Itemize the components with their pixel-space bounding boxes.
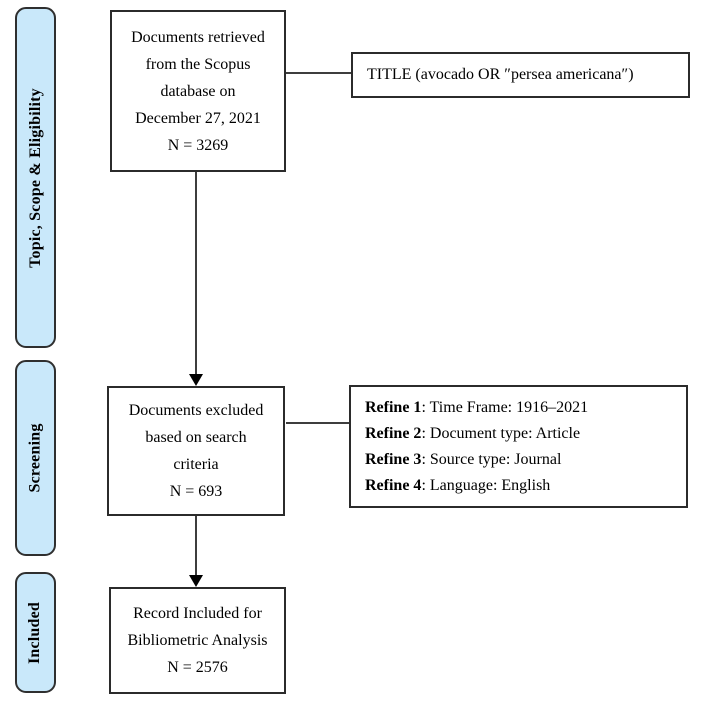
- box-record-included: Record Included for Bibliometric Analysi…: [109, 587, 286, 694]
- box-documents-retrieved-line: Documents retrieved: [131, 28, 265, 46]
- arrowhead-retrieved-to-excluded: [189, 374, 203, 386]
- arrowhead-excluded-to-included: [189, 575, 203, 587]
- stage-label-included: Included: [26, 601, 44, 664]
- refine-item: Refine 4: Language: English: [365, 473, 680, 499]
- connector-excluded-to-refine: [286, 422, 349, 424]
- refine-item-text: : Document type: Article: [421, 424, 581, 442]
- box-documents-excluded-count: N = 693: [169, 483, 223, 500]
- connector-retrieved-to-excluded: [195, 172, 197, 375]
- box-documents-retrieved-line: from the Scopus: [145, 55, 251, 73]
- refine-item-label: Refine 2: [365, 424, 422, 442]
- stage-screening: Screening: [15, 360, 56, 556]
- refine-item: Refine 2: Document type: Article: [365, 421, 680, 447]
- box-documents-excluded-line: based on search: [145, 429, 247, 446]
- refine-item-text: : Language: English: [421, 476, 551, 494]
- box-documents-retrieved-line: database on: [160, 82, 236, 100]
- refine-item: Refine 3: Source type: Journal: [365, 447, 680, 473]
- box-title-query-text: TITLE (avocado OR ″persea americana″): [367, 66, 634, 83]
- refine-item-label: Refine 3: [365, 450, 422, 468]
- box-record-included-line: Record Included for: [133, 605, 262, 622]
- refine-item: Refine 1: Time Frame: 1916–2021: [365, 395, 680, 421]
- box-documents-retrieved-count: N = 3269: [167, 136, 229, 154]
- box-documents-excluded: Documents excluded based on search crite…: [107, 386, 285, 516]
- refine-item-text: : Time Frame: 1916–2021: [421, 398, 589, 416]
- refine-item-text: : Source type: Journal: [421, 450, 562, 468]
- connector-retrieved-to-title: [286, 72, 351, 74]
- box-title-query: TITLE (avocado OR ″persea americana″): [351, 52, 690, 98]
- stage-topic-scope-eligibility: Topic, Scope & Eligibility: [15, 7, 56, 348]
- box-documents-excluded-line: Documents excluded: [128, 402, 264, 419]
- refine-item-label: Refine 4: [365, 476, 422, 494]
- connector-excluded-to-included: [195, 516, 197, 576]
- stage-included: Included: [15, 572, 56, 693]
- box-record-included-line: Bibliometric Analysis: [127, 632, 268, 649]
- box-refine-criteria: Refine 1: Time Frame: 1916–2021 Refine 2…: [349, 385, 688, 508]
- stage-label-topic-scope-eligibility: Topic, Scope & Eligibility: [26, 87, 44, 268]
- box-record-included-count: N = 2576: [167, 659, 228, 676]
- box-documents-retrieved: Documents retrieved from the Scopus data…: [110, 10, 286, 172]
- stage-label-screening: Screening: [26, 423, 44, 493]
- box-documents-excluded-line: criteria: [173, 456, 219, 473]
- refine-item-label: Refine 1: [365, 398, 422, 416]
- box-documents-retrieved-line: December 27, 2021: [135, 109, 261, 127]
